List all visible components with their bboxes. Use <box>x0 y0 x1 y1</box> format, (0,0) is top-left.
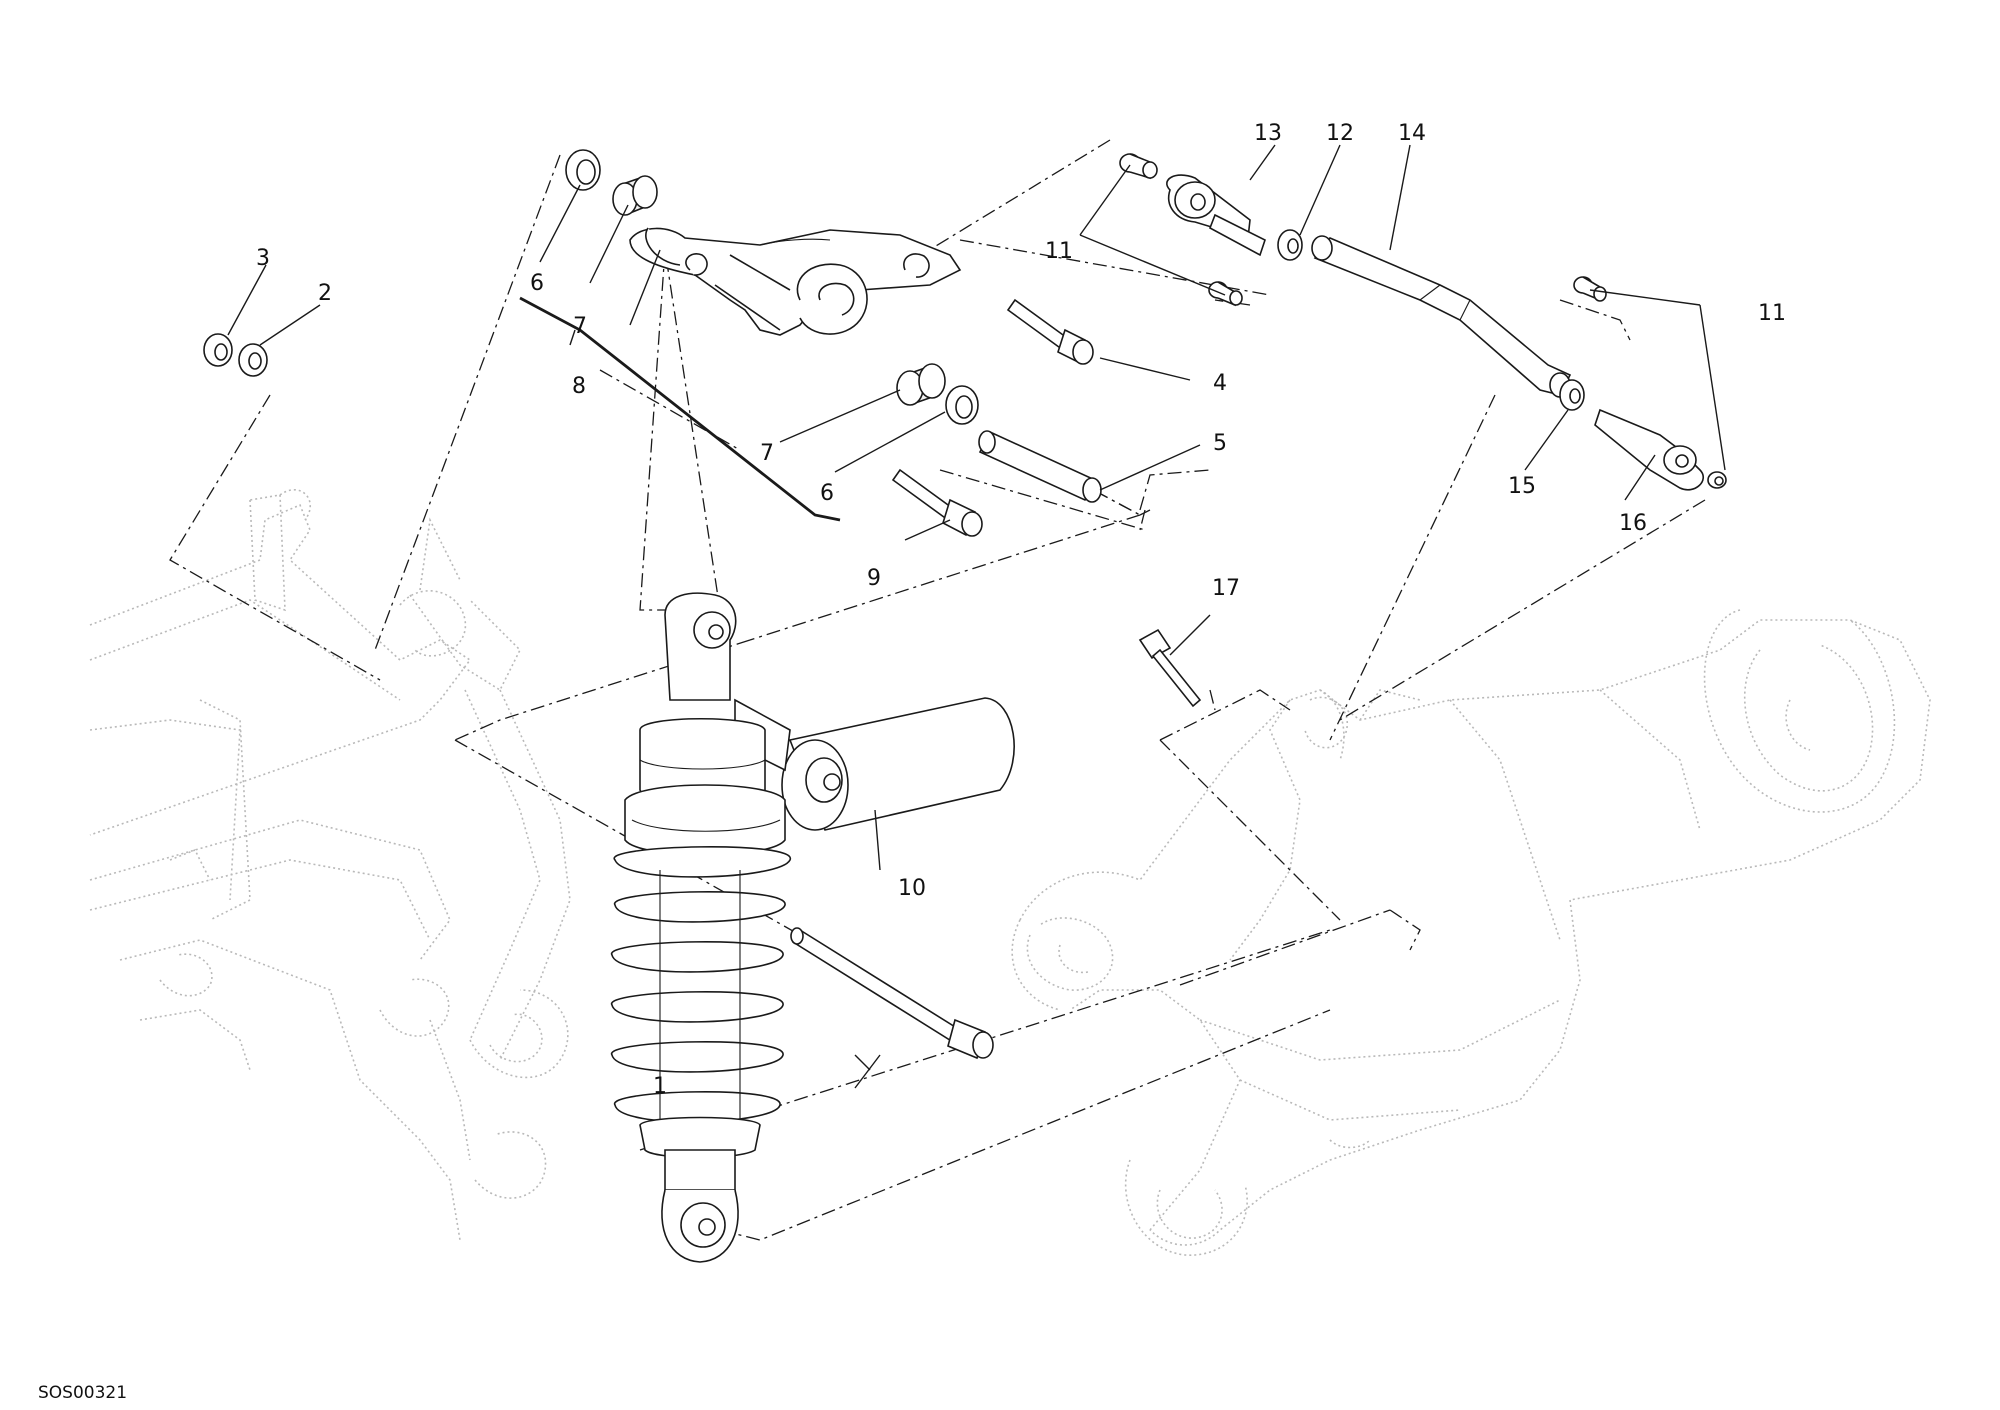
callout-6-lower: 6 <box>820 481 834 506</box>
callout-11-right: 11 <box>1758 301 1786 326</box>
lock-nut-15 <box>1559 379 1585 411</box>
swingarm-ghost-outline <box>1011 609 1931 1256</box>
assembly-bracket-8 <box>519 296 841 522</box>
callout-8: 8 <box>572 374 586 399</box>
nut-3 <box>203 333 233 367</box>
lock-nut-12 <box>1277 229 1303 261</box>
callout-6-top: 6 <box>530 271 544 296</box>
leader-lines <box>227 144 1726 1089</box>
screw-17 <box>1138 628 1202 708</box>
callout-9: 9 <box>867 566 881 591</box>
drawing-code: SOS00321 <box>38 1383 127 1403</box>
bushing-11-right <box>1573 276 1607 302</box>
callout-4: 4 <box>1213 371 1227 396</box>
callout-12: 12 <box>1326 121 1354 146</box>
callout-7-lower: 7 <box>760 441 774 466</box>
pivot-bolt-4 <box>1006 298 1094 365</box>
rocker-arm-assembly <box>629 227 962 336</box>
ball-joint-13 <box>1166 174 1266 257</box>
tie-rod-14 <box>1311 235 1572 398</box>
callout-13: 13 <box>1254 121 1282 146</box>
callout-3: 3 <box>256 246 270 271</box>
callout-14: 14 <box>1398 121 1426 146</box>
upper-shock-bolt-9 <box>891 468 983 537</box>
bearing-7-lower <box>896 363 946 406</box>
callout-10: 10 <box>898 876 926 901</box>
bushing-11-mid <box>1208 281 1243 307</box>
pivot-pin-5 <box>978 430 1102 503</box>
bushing-11-lower <box>1707 471 1727 489</box>
bushing-11-top <box>1119 153 1158 180</box>
callout-16: 16 <box>1619 511 1647 536</box>
callout-17: 17 <box>1212 576 1240 601</box>
bracket-tick-8 <box>569 329 576 346</box>
callout-2: 2 <box>318 281 332 306</box>
ball-joint-16 <box>1594 408 1704 491</box>
frame-ghost-outline <box>89 489 571 1241</box>
shock-absorber <box>611 592 1015 1263</box>
washer-2 <box>238 343 268 377</box>
callout-1: 1 <box>653 1074 667 1099</box>
seal-6-lower <box>945 385 979 425</box>
callout-7-top: 7 <box>573 314 587 339</box>
callout-5: 5 <box>1213 431 1227 456</box>
callout-11-left: 11 <box>1045 239 1073 264</box>
seal-6-top <box>565 149 601 191</box>
callout-15: 15 <box>1508 474 1536 499</box>
bearing-7-top <box>612 175 658 216</box>
lower-shock-bolt-1 <box>790 927 994 1060</box>
